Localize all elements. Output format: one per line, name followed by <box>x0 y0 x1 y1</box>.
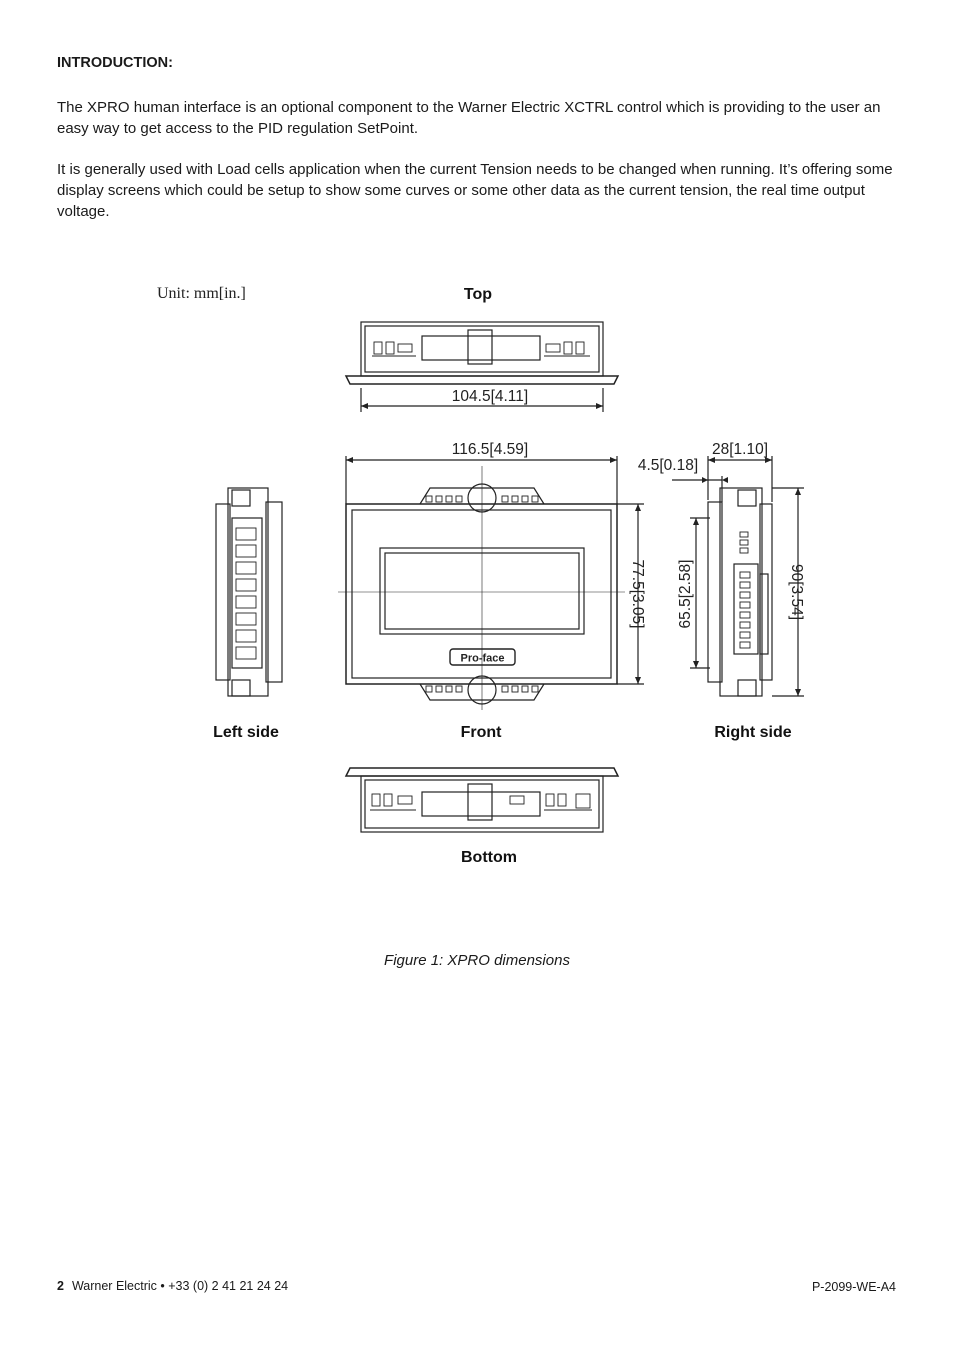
paragraph-usage: It is generally used with Load cells app… <box>57 161 893 220</box>
bottom-view-label: Bottom <box>461 849 517 866</box>
dim-depth: 28[1.10] <box>712 441 768 458</box>
front-view: 116.5[4.59] Pro-face 77.5[3.0 <box>338 441 646 741</box>
footer-company: Warner Electric • +33 (0) 2 41 21 24 24 <box>71 1279 289 1293</box>
logo-text: Pro-face <box>460 653 504 665</box>
right-side-label: Right side <box>714 724 791 741</box>
top-view-label: Top <box>464 286 492 303</box>
left-side-view: Left side <box>213 487 283 741</box>
top-view: Top 104.5[4.11] <box>344 286 620 412</box>
dim-total-height: 90[3.54] <box>788 564 805 620</box>
unit-label: Unit: mm[in.] <box>157 285 246 302</box>
figure-caption: Figure 1: XPRO dimensions <box>384 952 570 969</box>
dim-top-width: 104.5[4.11] <box>452 388 528 405</box>
section-heading: INTRODUCTION: <box>57 55 173 71</box>
front-view-label: Front <box>461 724 503 741</box>
paragraph-intro: The XPRO human interface is an optional … <box>57 99 881 137</box>
right-side-view: 65.5[2.58] 90[3.54] 28[1.10] 4.5[0.18] R… <box>638 441 805 741</box>
dimension-figure: Unit: mm[in.] Top 104.5[4.11] 116.5[4.59… <box>0 270 954 880</box>
footer-left: 2 Warner Electric • +33 (0) 2 41 21 24 24 <box>57 1279 288 1293</box>
left-side-label: Left side <box>213 724 279 741</box>
bottom-view: Bottom <box>344 767 620 866</box>
dim-bezel: 4.5[0.18] <box>638 457 698 474</box>
dim-front-height: 77.5[3.05] <box>629 560 646 629</box>
page-number: 2 <box>57 1279 64 1293</box>
dim-inner-height: 65.5[2.58] <box>677 560 694 629</box>
footer-doc-code: P-2099-WE-A4 <box>811 1280 896 1294</box>
dim-front-width: 116.5[4.59] <box>452 441 528 458</box>
